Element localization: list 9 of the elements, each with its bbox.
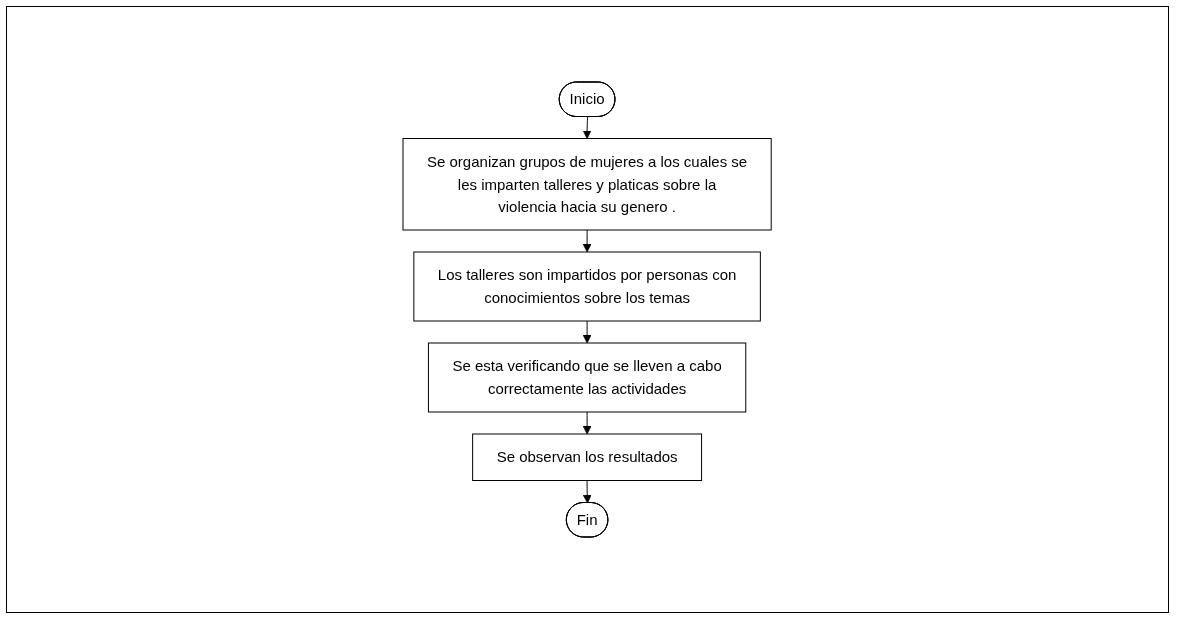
arrow bbox=[583, 116, 592, 139]
node-box: Se esta verificando que se lleven a cabo correctamente las actividades bbox=[428, 342, 747, 413]
node-box: Los talleres son impartidos por personas con conocimientos sobre los temas bbox=[413, 251, 762, 322]
arrow bbox=[583, 320, 592, 344]
node-box: Se organizan grupos de mujeres a los cuales se les imparten talleres y platicas sobre la violencia hacia su genero . bbox=[402, 138, 773, 231]
arrow bbox=[583, 229, 592, 253]
arrow bbox=[583, 480, 593, 504]
arrow bbox=[583, 411, 592, 435]
node-box: Se observan los resultados bbox=[472, 433, 703, 481]
